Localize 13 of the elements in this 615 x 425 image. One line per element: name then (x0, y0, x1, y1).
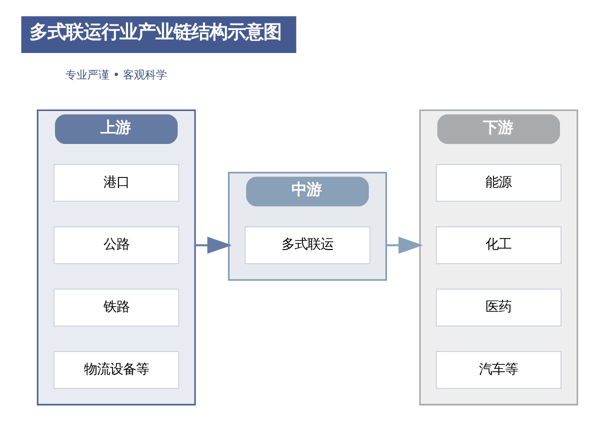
node-box: 铁路 (53, 288, 180, 326)
node-box: 能源 (436, 164, 562, 202)
node-box: 汽车等 (436, 351, 562, 389)
node-box: 医药 (436, 288, 562, 326)
arrow (195, 236, 232, 254)
label: 专业严谨 • 客观科学 (65, 68, 168, 82)
node-box: 公路 (53, 226, 180, 264)
arrow (386, 236, 424, 254)
node-box: 多式联运 (244, 226, 370, 264)
node-box: 物流设备等 (53, 351, 180, 389)
node-box: 港口 (53, 164, 180, 202)
diagram-title: 多式联运行业产业链结构示意图 (29, 22, 282, 44)
node-box: 化工 (436, 226, 562, 264)
